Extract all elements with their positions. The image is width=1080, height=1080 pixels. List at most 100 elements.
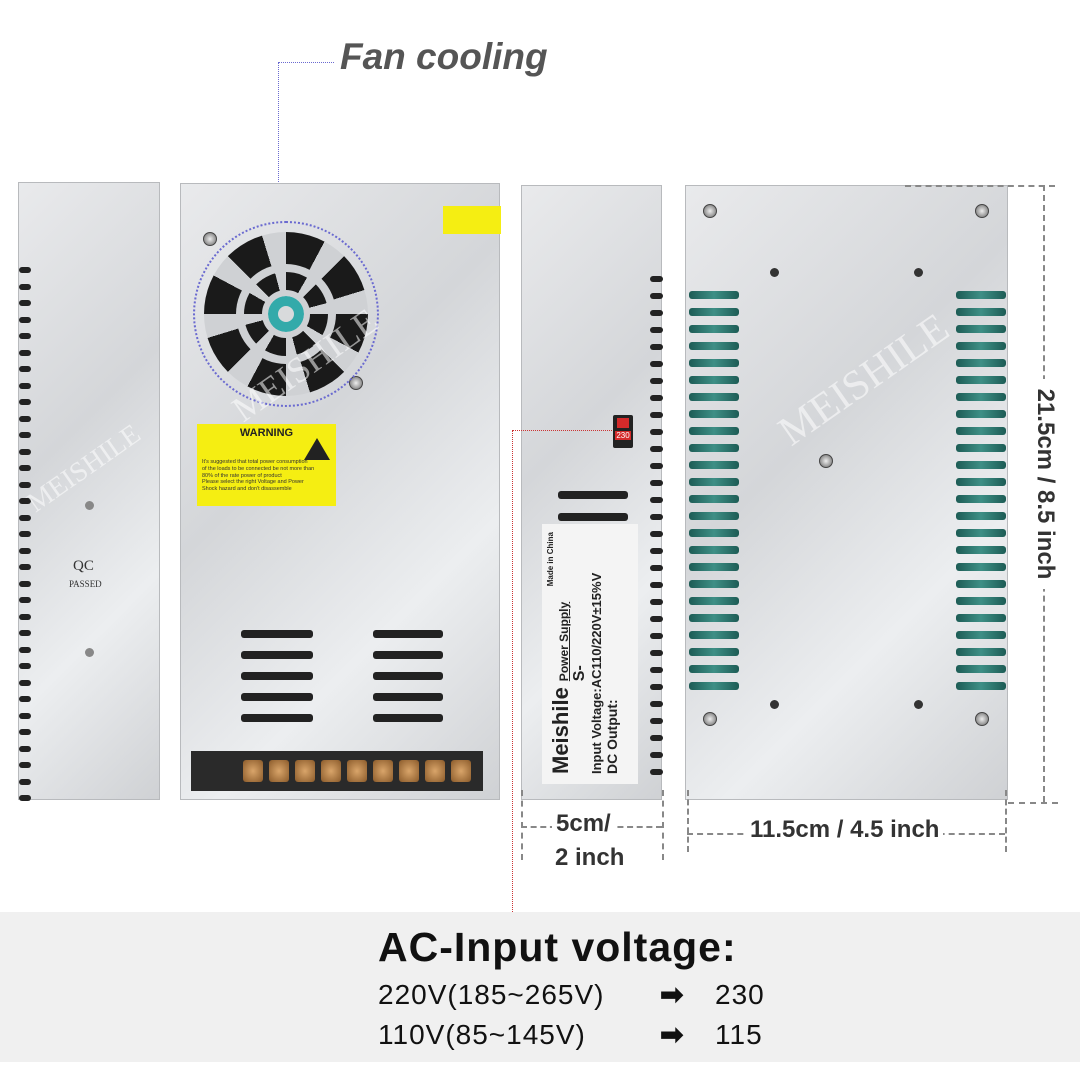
switch-leader-h (512, 430, 612, 431)
dim-line (687, 790, 689, 852)
warning-triangle-icon (304, 438, 330, 460)
vent-slot (650, 429, 663, 435)
vent-slot (19, 415, 31, 422)
terminal-screw (399, 760, 419, 782)
vent-slot (956, 614, 1006, 622)
voltage-switch[interactable]: 230 (613, 415, 633, 448)
vent-slot (19, 316, 31, 323)
voltage-title: AC-Input voltage: (378, 924, 737, 970)
vent-slot (19, 498, 31, 504)
origin-text: Made in China (546, 532, 555, 587)
vent-slot (956, 631, 1006, 639)
vent-slot (19, 333, 31, 339)
vent-slot (689, 478, 739, 486)
qc-text: QC (73, 558, 94, 574)
height-label: 21.5cm / 8.5 inch (1031, 379, 1059, 589)
hole (770, 268, 779, 277)
warning-label: WARNING It's suggested that total power … (197, 424, 336, 506)
product-label: Meishile Power Supply S- Input Voltage:A… (542, 524, 638, 784)
voltage-setting: 230 (715, 978, 765, 1010)
dim-line (662, 790, 664, 860)
input-text: Input Voltage:AC110/220V±15%V (589, 572, 604, 774)
vent-slot (19, 349, 31, 356)
voltage-row: 220V(185~265V) ➡ 230 (378, 978, 765, 1011)
vent-slot (689, 308, 739, 316)
side-panel-left: QC PASSED MEISHILE (18, 182, 160, 801)
vent-slot (373, 630, 443, 638)
vent-slot (689, 342, 739, 350)
screw (703, 204, 717, 218)
vent-slot (956, 682, 1006, 690)
vent-slot (241, 714, 313, 722)
vent-slot (373, 672, 443, 680)
vent-slot (689, 648, 739, 656)
screw (703, 712, 717, 726)
output-text: DC Output: (604, 699, 620, 774)
vent-slot (19, 762, 31, 768)
terminal-screw (451, 760, 471, 782)
vent-slot (689, 682, 739, 690)
vent-slot (689, 325, 739, 333)
passed-text: PASSED (69, 579, 102, 589)
vent-slot (689, 410, 739, 418)
callout-leader-h (278, 62, 334, 63)
vent-slot (650, 293, 663, 299)
terminal-screw (347, 760, 367, 782)
vent-slot (19, 267, 31, 273)
hole (914, 268, 923, 277)
hole (770, 700, 779, 709)
vent-slot (689, 359, 739, 367)
warning-line: Shock hazard and don't disassemble (202, 486, 292, 493)
terminal-screw (425, 760, 445, 782)
vent-slot (558, 491, 628, 499)
vent-slot (19, 679, 31, 686)
vent-slot (373, 714, 443, 722)
vent-slot (956, 410, 1006, 418)
vent-slot (650, 769, 663, 775)
vent-slot (650, 378, 663, 384)
vent-slot (689, 461, 739, 469)
vent-slot (19, 481, 31, 488)
top-panel: WARNING It's suggested that total power … (180, 183, 501, 800)
vent-slot (19, 531, 31, 537)
vent-slot (19, 382, 31, 389)
vent-slot (650, 276, 663, 282)
length-label: 11.5cm / 4.5 inch (746, 816, 944, 844)
vent-slot (956, 648, 1006, 656)
vent-slot (956, 478, 1006, 486)
terminal-screw (373, 760, 393, 782)
vent-slot (650, 582, 663, 588)
vent-slot (956, 461, 1006, 469)
vent-slot (689, 580, 739, 588)
vent-slot (650, 599, 663, 605)
dim-line (521, 790, 523, 860)
vent-slot (689, 597, 739, 605)
terminal-screw (243, 760, 263, 782)
arrow-right-icon: ➡ (660, 979, 685, 1010)
brand-text: Meishile (548, 687, 573, 774)
vent-slot (956, 546, 1006, 554)
vent-slot (241, 630, 313, 638)
vent-slot (956, 308, 1006, 316)
warning-line: 80% of the rate power of product (202, 472, 282, 479)
vent-slot (956, 291, 1006, 299)
vent-slot (241, 672, 313, 680)
vent-slot (19, 729, 31, 735)
voltage-setting: 115 (715, 1018, 763, 1050)
callout-leader-v (278, 62, 279, 220)
vent-slot (19, 795, 31, 801)
vent-slot (19, 283, 31, 290)
vent-slot (19, 613, 31, 620)
vent-slot (373, 651, 443, 659)
terminal-screw (321, 760, 341, 782)
vent-slot (19, 366, 31, 372)
vent-slot (650, 344, 663, 350)
vent-slot (689, 614, 739, 622)
vent-slot (956, 342, 1006, 350)
vent-slot (650, 684, 663, 690)
vent-slot (650, 633, 663, 639)
vent-slot (650, 361, 663, 367)
vent-slot (650, 735, 663, 741)
width-cm-label: 5cm/ (552, 810, 615, 838)
vent-slot (19, 399, 31, 405)
